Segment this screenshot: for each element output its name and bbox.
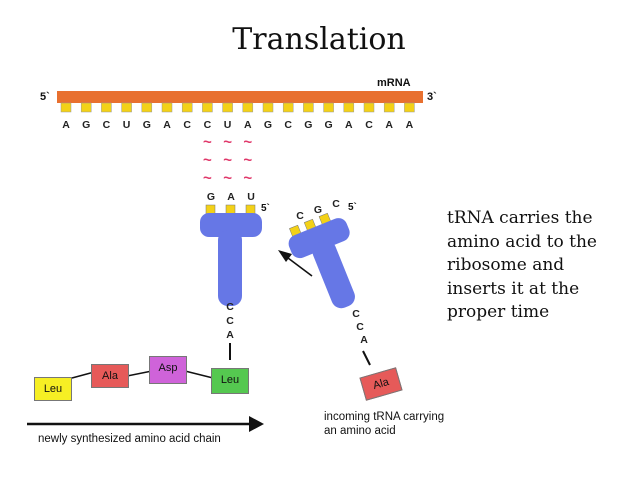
incoming-caption-line2: an amino acid (324, 425, 396, 437)
trna-stem (312, 240, 355, 309)
mrna-base: A (163, 119, 171, 131)
codon-tab (161, 102, 173, 113)
codon-tab (383, 102, 395, 113)
codon-tab (181, 102, 193, 113)
acceptor-base: C (226, 315, 234, 327)
codon-tab (141, 102, 153, 113)
mrna-base: A (345, 119, 353, 131)
mrna-base: G (142, 119, 151, 131)
codon-tab (262, 102, 274, 113)
mrna-base: G (82, 119, 91, 131)
codon-tab (363, 102, 375, 113)
pairing-mark: ~ (243, 170, 253, 187)
movement-arrow-line (287, 257, 313, 277)
mrna-base: C (284, 119, 292, 131)
codon-tabs (60, 102, 415, 113)
amino-acid-ala: Ala (91, 364, 129, 388)
mrna-base: C (203, 119, 212, 131)
mrna-base: C (102, 119, 111, 131)
mrna-base: G (304, 119, 313, 131)
codon-tab (101, 102, 112, 113)
pairing-mark: ~ (223, 152, 232, 169)
chain-bond (126, 370, 153, 377)
mrna-base: A (244, 119, 252, 131)
slide-title: Translation (232, 22, 406, 57)
explanation-text: tRNA carries the amino acid to the ribos… (447, 208, 597, 322)
mrna-base: A (62, 119, 70, 131)
pairing-mark: ~ (203, 134, 212, 151)
mrna-base: U (122, 119, 131, 131)
trna-bound-5prime-label: 5` (261, 203, 270, 214)
codon-tab (323, 102, 334, 113)
anticodon-base: G (206, 191, 216, 203)
acceptor-base: C (226, 301, 234, 313)
amino-acid-asp: Asp (149, 356, 187, 384)
incoming-caption-line1: incoming tRNA carrying (324, 411, 445, 423)
incoming-acceptor-base: A (360, 334, 368, 346)
mrna-3prime-label: 3` (427, 91, 437, 103)
mrna-base: A (385, 119, 393, 131)
mrna-base: G (324, 119, 333, 131)
codon-tab (60, 102, 72, 113)
anticodon-tab (205, 204, 216, 215)
pairing-mark: ~ (223, 134, 232, 151)
mrna-base: A (405, 119, 414, 131)
trna-incoming (288, 212, 355, 309)
mrna-base: C (365, 119, 373, 131)
mrna-strand (57, 91, 423, 103)
anticodon-base: U (247, 191, 255, 203)
anticodon-tab (245, 204, 256, 215)
trna-top-bar (200, 213, 262, 237)
amino-acid-leu: Leu (34, 377, 72, 401)
anticodon-tab (225, 204, 236, 215)
incoming-anticodon-base: C (332, 198, 340, 210)
movement-arrow-head (278, 250, 292, 262)
codon-tab (222, 102, 233, 113)
pairing-mark: ~ (243, 152, 253, 169)
mrna-base: U (223, 119, 232, 131)
incoming-bond-line (362, 350, 371, 366)
mrna-label: mRNA (377, 77, 411, 89)
trna-stem (218, 230, 242, 306)
codon-tab (202, 102, 213, 113)
codon-tab (343, 102, 355, 113)
mrna-base: G (263, 119, 273, 131)
incoming-anticodon-base: G (313, 204, 323, 216)
codon-tab (404, 102, 415, 113)
pairing-mark: ~ (243, 134, 253, 151)
mrna-base: C (183, 119, 191, 131)
incoming-acceptor-base: C (356, 321, 364, 333)
acceptor-base: A (226, 329, 234, 341)
pairing-mark: ~ (203, 152, 212, 169)
incoming-acceptor-base: C (352, 308, 360, 320)
incoming-anticodon-base: C (296, 210, 304, 222)
trna-bound (200, 204, 262, 360)
trna-top-bar (288, 218, 350, 259)
chain-bond (184, 370, 214, 379)
codon-tab (303, 102, 314, 113)
pairing-mark: ~ (203, 170, 212, 187)
pairing-mark: ~ (223, 170, 232, 187)
trna-incoming-5prime-label: 5` (348, 202, 357, 213)
codon-tab (242, 102, 254, 113)
chain-arrow-head (249, 416, 264, 432)
amino-acid-leu-bound: Leu (211, 368, 249, 394)
anticodon-base: A (227, 191, 235, 203)
codon-tab (121, 102, 132, 113)
codon-tab (282, 102, 294, 113)
codon-tab (80, 102, 92, 113)
mrna-5prime-label: 5` (40, 91, 50, 103)
chain-caption: newly synthesized amino acid chain (38, 433, 221, 445)
